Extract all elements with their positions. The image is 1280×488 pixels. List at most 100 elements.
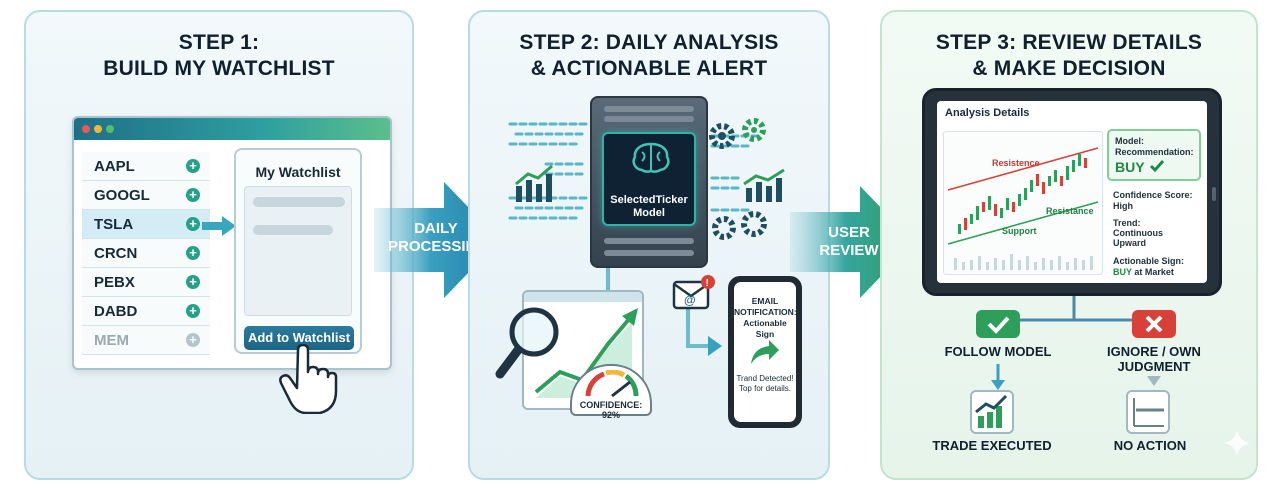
trade-executed-icon <box>970 390 1014 434</box>
ignore-button[interactable] <box>1132 310 1176 338</box>
app-window: AAPL+ GOOGL + TSLA + CRCN + PEBX + DABD + MEM… <box>72 116 392 370</box>
down-arrow-icon <box>1147 376 1161 386</box>
confidence-score-label: Confidence Score: <box>1113 190 1193 200</box>
checkmark-icon <box>1149 160 1165 173</box>
plus-icon[interactable]: + <box>186 246 200 260</box>
data-streams-icon <box>508 122 588 220</box>
ticker-row-disabled[interactable]: MEM + <box>82 326 210 355</box>
recommendation-card: Model: Recommendation: BUY <box>1107 129 1201 181</box>
arrow2-line2: REVIEW <box>819 242 879 259</box>
ticker-symbol: TSLA <box>94 215 134 233</box>
ignore-label-line1: IGNORE / OWN <box>1107 344 1201 359</box>
no-action-label: NO ACTION <box>1113 438 1187 453</box>
email-line2: NOTIFICATION: <box>734 307 797 317</box>
window-titlebar <box>74 118 390 140</box>
watchlist-panel: My Watchlist Add to Watchlist <box>234 148 362 354</box>
arrow1-line1: DAILY <box>414 220 458 237</box>
step2-title-line1: STEP 2: DAILY ANALYSIS <box>519 31 779 54</box>
ticker-list: AAPL+ GOOGL + TSLA + CRCN + PEBX + DABD + MEM… <box>82 152 210 355</box>
ticker-row[interactable]: CRCN + <box>82 239 210 268</box>
support-label: Support <box>1002 226 1037 236</box>
resistance-label: Resistence <box>992 158 1040 168</box>
ticker-row[interactable]: PEBX + <box>82 268 210 297</box>
confidence-label: CONFIDENCE: 92% <box>579 400 643 420</box>
decision-connector <box>996 296 1164 332</box>
gauge-dial-icon <box>585 370 639 398</box>
step1-title-line1: STEP 1: <box>178 31 260 54</box>
close-dot-icon[interactable] <box>82 125 90 133</box>
no-action-icon <box>1126 390 1170 434</box>
sparkle-icon <box>1224 430 1250 456</box>
ticker-symbol: DABD <box>94 302 138 320</box>
tablet-button <box>1212 187 1216 201</box>
email-line1: EMAIL <box>751 296 779 306</box>
svg-text:@: @ <box>684 293 696 307</box>
signal-label: Actionable Sign: <box>1113 256 1185 266</box>
dashboard-header <box>524 292 642 302</box>
phone-line1: Trand Detected! <box>736 374 794 383</box>
growth-chart-icon <box>975 394 1008 428</box>
phone-notification[interactable]: EMAIL NOTIFICATION: Actionable Sign Tran… <box>728 276 802 428</box>
recommendation-value: BUY <box>1115 159 1145 175</box>
forward-arrow-icon <box>751 340 779 364</box>
flat-chart-icon <box>1133 398 1164 427</box>
phone-line2: Top for details. <box>738 384 792 393</box>
close-icon <box>1145 315 1163 333</box>
model-name-line1: SelectedTicker <box>610 194 688 206</box>
plus-icon[interactable]: + <box>186 159 200 173</box>
placeholder-line <box>253 197 345 207</box>
step2-title-line2: & ACTIONABLE ALERT <box>530 57 768 80</box>
follow-model-button[interactable] <box>976 310 1020 338</box>
bar-chart-icon <box>743 168 785 202</box>
step2-panel: STEP 2: DAILY ANALYSIS & ACTIONABLE ALER… <box>468 10 830 480</box>
step1-panel: STEP 1: BUILD MY WATCHLIST AAPL+ GOOGL + … <box>24 10 414 480</box>
pointer-hand-icon <box>279 344 338 414</box>
ticker-row[interactable]: AAPL+ <box>82 152 210 181</box>
plus-icon[interactable]: + <box>186 217 200 231</box>
plus-icon[interactable]: + <box>186 275 200 289</box>
resistance-label: Resistance <box>1046 206 1094 216</box>
confidence-gauge: CONFIDENCE: 92% <box>570 364 652 420</box>
plus-icon[interactable]: + <box>186 304 200 318</box>
minimize-dot-icon[interactable] <box>94 125 102 133</box>
add-arrow-icon <box>202 216 236 236</box>
maximize-dot-icon[interactable] <box>106 125 114 133</box>
confidence-score-value: High <box>1113 201 1133 211</box>
server-vent <box>604 238 694 244</box>
brain-icon <box>632 142 670 173</box>
placeholder-line <box>253 225 333 235</box>
step1-title-line2: BUILD MY WATCHLIST <box>103 57 335 80</box>
plus-icon[interactable]: + <box>186 188 200 202</box>
watchlist-title: My Watchlist <box>255 164 341 180</box>
ai-server: SelectedTicker Model <box>590 96 708 268</box>
watchlist-content <box>244 186 352 316</box>
recommendation-label: Recommendation: <box>1115 147 1194 157</box>
email-alert-icon: @ ! <box>672 275 715 310</box>
ticker-symbol: MEM <box>94 331 129 349</box>
signal-buy: BUY <box>1113 267 1132 277</box>
server-vent <box>604 116 694 122</box>
step3-title-line2: & MAKE DECISION <box>972 57 1166 80</box>
trend-label: Trend: <box>1113 218 1141 228</box>
tablet-device: Analysis Details <box>922 88 1222 296</box>
trend-value: Continuous <box>1113 228 1163 238</box>
ticker-symbol: PEBX <box>94 273 135 291</box>
arrow2-line1: USER <box>828 224 870 241</box>
step3-panel: STEP 3: REVIEW DETAILS & MAKE DECISION A… <box>880 10 1258 480</box>
signal-rest: at Market <box>1134 267 1174 277</box>
server-vent <box>604 106 694 112</box>
ticker-row-selected[interactable]: TSLA + <box>82 210 210 239</box>
down-arrow-icon <box>991 364 1005 390</box>
model-screen: SelectedTicker Model <box>602 132 696 226</box>
email-line3: Actionable Sign <box>743 318 787 339</box>
ticker-symbol: GOOGL <box>94 186 150 204</box>
ticker-row[interactable]: DABD + <box>82 297 210 326</box>
ticker-row[interactable]: GOOGL + <box>82 181 210 210</box>
growth-chart-icon <box>515 164 553 202</box>
ticker-symbol: CRCN <box>94 244 138 262</box>
arrow1-line2: PROCESSING <box>388 238 489 255</box>
plus-icon[interactable]: + <box>186 333 200 347</box>
analysis-screen: Analysis Details <box>937 101 1207 283</box>
gears-icon <box>712 211 767 240</box>
ignore-label-line2: JUDGMENT <box>1117 359 1191 374</box>
